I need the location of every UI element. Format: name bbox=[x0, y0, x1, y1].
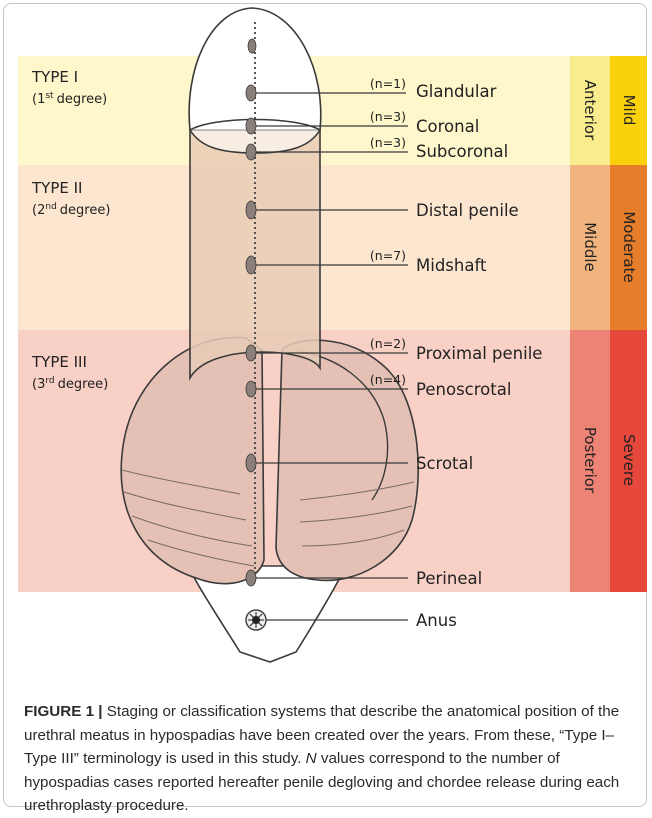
meatus-distal-penile bbox=[246, 201, 256, 219]
svg-text:TYPE I: TYPE I bbox=[31, 68, 78, 86]
severity-label-severe: Severe bbox=[620, 434, 638, 486]
label-coronal: Coronal bbox=[416, 117, 479, 136]
count-proximal-penile: (n=2) bbox=[370, 336, 406, 351]
position-label-posterior: Posterior bbox=[581, 427, 599, 494]
meatus-coronal bbox=[246, 118, 256, 134]
meatus-midshaft bbox=[246, 256, 256, 274]
meatus-scrotal bbox=[246, 454, 256, 472]
meatus-subcoronal bbox=[246, 144, 256, 160]
label-anus: Anus bbox=[416, 611, 457, 630]
label-perineal: Perineal bbox=[416, 569, 482, 588]
caption-n-symbol: N bbox=[306, 750, 317, 767]
severity-label-moderate: Moderate bbox=[620, 211, 638, 282]
label-proximal-penile: Proximal penile bbox=[416, 344, 542, 363]
label-midshaft: Midshaft bbox=[416, 256, 487, 275]
meatus-glandular bbox=[246, 85, 256, 101]
label-penoscrotal: Penoscrotal bbox=[416, 380, 511, 399]
position-label-middle: Middle bbox=[581, 222, 599, 272]
severity-label-mild: Mild bbox=[620, 95, 638, 126]
count-subcoronal: (n=3) bbox=[370, 135, 406, 150]
svg-text:TYPE III: TYPE III bbox=[31, 353, 87, 371]
meatus-perineal bbox=[246, 570, 256, 586]
count-penoscrotal: (n=4) bbox=[370, 372, 406, 387]
count-coronal: (n=3) bbox=[370, 109, 406, 124]
meatus-normal bbox=[248, 39, 256, 53]
meatus-proximal-penile bbox=[246, 345, 256, 361]
count-midshaft: (n=7) bbox=[370, 248, 406, 263]
meatus-penoscrotal bbox=[246, 381, 256, 397]
count-glandular: (n=1) bbox=[370, 76, 406, 91]
anus-icon bbox=[246, 610, 266, 630]
label-scrotal: Scrotal bbox=[416, 454, 473, 473]
position-label-anterior: Anterior bbox=[581, 80, 599, 141]
label-subcoronal: Subcoronal bbox=[416, 142, 508, 161]
figure-number: FIGURE 1 | bbox=[24, 703, 103, 720]
svg-text:TYPE II: TYPE II bbox=[31, 179, 82, 197]
figure-caption: FIGURE 1 | Staging or classification sys… bbox=[24, 700, 628, 818]
label-distal-penile: Distal penile bbox=[416, 201, 519, 220]
label-glandular: Glandular bbox=[416, 82, 497, 101]
